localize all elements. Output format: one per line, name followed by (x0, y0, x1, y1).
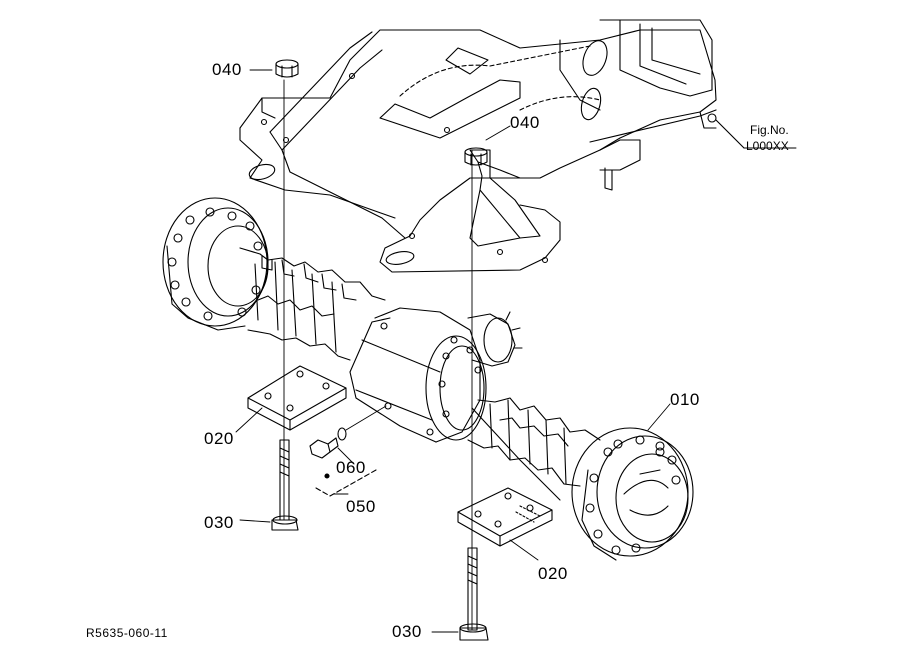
tractor-frame (239, 19, 745, 273)
callout-030-left: 030 (204, 513, 234, 532)
right-axle-housing (467, 397, 601, 501)
left-wheel-hub (162, 197, 269, 331)
callout-030-bottom: 030 (392, 622, 422, 641)
figure-ref-label: Fig.No. (750, 123, 789, 137)
callout-050: 050 (346, 497, 376, 516)
callout-010: 010 (670, 390, 700, 409)
nut-right (464, 147, 488, 166)
mounting-pad-left (247, 365, 347, 431)
drawing-code: R5635-060-11 (86, 626, 168, 640)
bolt-left (271, 79, 299, 531)
figure-ref-value: L000XX (746, 139, 789, 153)
breather-plug (309, 405, 387, 479)
callout-020-right: 020 (538, 564, 568, 583)
differential-case (349, 307, 523, 443)
nut-left (275, 59, 299, 78)
callout-040-right: 040 (510, 113, 540, 132)
callout-020-left: 020 (204, 429, 234, 448)
right-wheel-hub (571, 427, 694, 561)
callout-060: 060 (336, 458, 366, 477)
group-bracket-050 (315, 469, 377, 497)
mounting-pad-right (457, 487, 553, 547)
bolt-right (459, 149, 489, 641)
callout-040-left: 040 (212, 60, 242, 79)
leader-lines (235, 69, 797, 633)
